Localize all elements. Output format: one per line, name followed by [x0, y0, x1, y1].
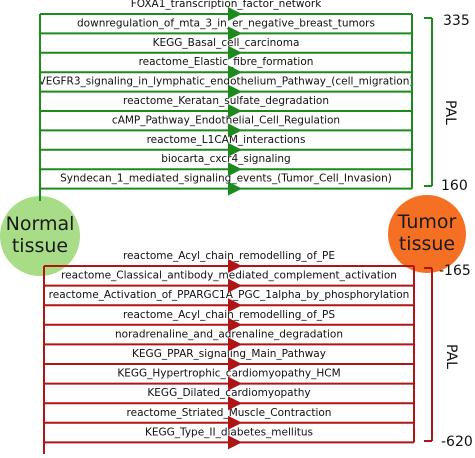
- top_panel-pathway-label: reactome_Elastic_fibre_formation: [139, 56, 314, 68]
- top_panel-direction-arrow-icon: [228, 162, 242, 177]
- top_panel-direction-arrow-icon: [228, 123, 242, 138]
- bottom_panel-direction-arrow-icon: [228, 298, 242, 313]
- top-scale-min-label: 160: [441, 178, 468, 194]
- tumor-tissue-node: Tumor tissue: [388, 195, 466, 273]
- bottom_panel-pathway-label: reactome_Acyl_chain_remodelling_of_PS: [123, 309, 335, 321]
- top_panel-pathway-label: reactome_L1CAM_interactions: [147, 134, 306, 146]
- normal-tissue-label-line1: Normal: [6, 213, 75, 235]
- downregulated-pathways-panel: reactome_Acyl_chain_remodelling_of_PErea…: [43, 250, 415, 454]
- top_panel-pathway-label: downregulation_of_mta_3_in_er_negative_b…: [77, 17, 375, 29]
- bottom_panel-direction-arrow-icon: [228, 259, 242, 273]
- tumor-tissue-label-line1: Tumor: [397, 211, 457, 233]
- tumor-tissue-circle: [388, 195, 466, 273]
- bottom_panel-direction-arrow-icon: [228, 337, 242, 352]
- bottom-scale-axis-label: PAL: [443, 344, 459, 369]
- top_panel-direction-arrow-icon: [228, 7, 242, 21]
- top_panel-direction-arrow-icon: [228, 84, 242, 99]
- bottom_panel-direction-arrow-icon: [228, 278, 242, 293]
- bottom-scale-min-label: -620: [441, 434, 473, 450]
- bottom_panel-direction-arrow-icon: [228, 376, 242, 391]
- upregulated-pathways-panel: FOXA1_transcription_factor_networkdownre…: [39, 0, 414, 201]
- bottom_panel-pathway-label: KEGG_PPAR_signaling_Main_Pathway: [132, 348, 326, 360]
- bottom_panel-pathway-label: KEGG_Type_II_diabetes_mellitus: [145, 426, 313, 438]
- bottom_panel-pathway-label: reactome_Activation_of_PPARGC1A_PGC_1alp…: [49, 289, 410, 301]
- top_panel-pathway-label: cAMP_Pathway_Endothelial_Cell_Regulation: [112, 114, 340, 126]
- top-scale-max-label: 335: [443, 13, 470, 29]
- bottom_panel-pathway-label: KEGG_Hypertrophic_cardiomyopathy_HCM: [117, 368, 340, 380]
- bottom_panel-pathway-label: reactome_Acyl_chain_remodelling_of_PE: [123, 250, 335, 262]
- bottom_panel-direction-arrow-icon: [228, 396, 242, 411]
- normal-tissue-label-line2: tissue: [12, 235, 68, 257]
- top_panel-pathway-label: VEGFR3_signaling_in_lymphatic_endotheliu…: [39, 76, 414, 88]
- bottom_panel-pathway-label: KEGG_Dilated_cardiomyopathy: [147, 387, 310, 399]
- top_panel-direction-arrow-icon: [228, 65, 242, 80]
- bottom-scale-max-label: -165: [439, 263, 471, 279]
- top_panel-direction-arrow-icon: [228, 104, 242, 118]
- bottom_panel-pathway-label: reactome_Classical_antibody_mediated_com…: [61, 270, 397, 282]
- bottom_panel-direction-arrow-icon: [228, 317, 242, 332]
- bottom_panel-direction-arrow-icon: [228, 357, 242, 371]
- bottom_panel-pathway-label: reactome_Striated_Muscle_Contraction: [127, 407, 332, 419]
- bottom_panel-direction-arrow-icon: [228, 435, 242, 450]
- top_panel-direction-arrow-icon: [228, 181, 242, 196]
- bottom_panel-direction-arrow-icon: [228, 415, 242, 430]
- bottom-pal-scale: -165 -620 PAL: [424, 263, 473, 450]
- top_panel-pathway-label: biocarta_cxcr4_signaling: [161, 153, 290, 165]
- top_panel-pathway-label: Syndecan_1_mediated_signaling_events_(Tu…: [60, 173, 392, 185]
- top-scale-axis-label: PAL: [442, 100, 458, 125]
- top_panel-direction-arrow-icon: [228, 26, 242, 41]
- top_panel-pathway-label: KEGG_Basal_cell_carcinoma: [153, 37, 300, 49]
- tumor-tissue-label-line2: tissue: [399, 233, 455, 255]
- bottom_panel-pathway-label: noradrenaline_and_adrenaline_degradation: [115, 328, 343, 340]
- top_panel-pathway-label: FOXA1_transcription_factor_network: [131, 0, 323, 10]
- top_panel-pathway-label: reactome_Keratan_sulfate_degradation: [123, 95, 329, 107]
- top-pal-scale: 335 160 PAL: [424, 13, 470, 194]
- top_panel-direction-arrow-icon: [228, 142, 242, 157]
- normal-tissue-circle: [0, 196, 80, 276]
- top_panel-direction-arrow-icon: [228, 45, 242, 60]
- normal-tissue-node: Normal tissue: [0, 196, 80, 276]
